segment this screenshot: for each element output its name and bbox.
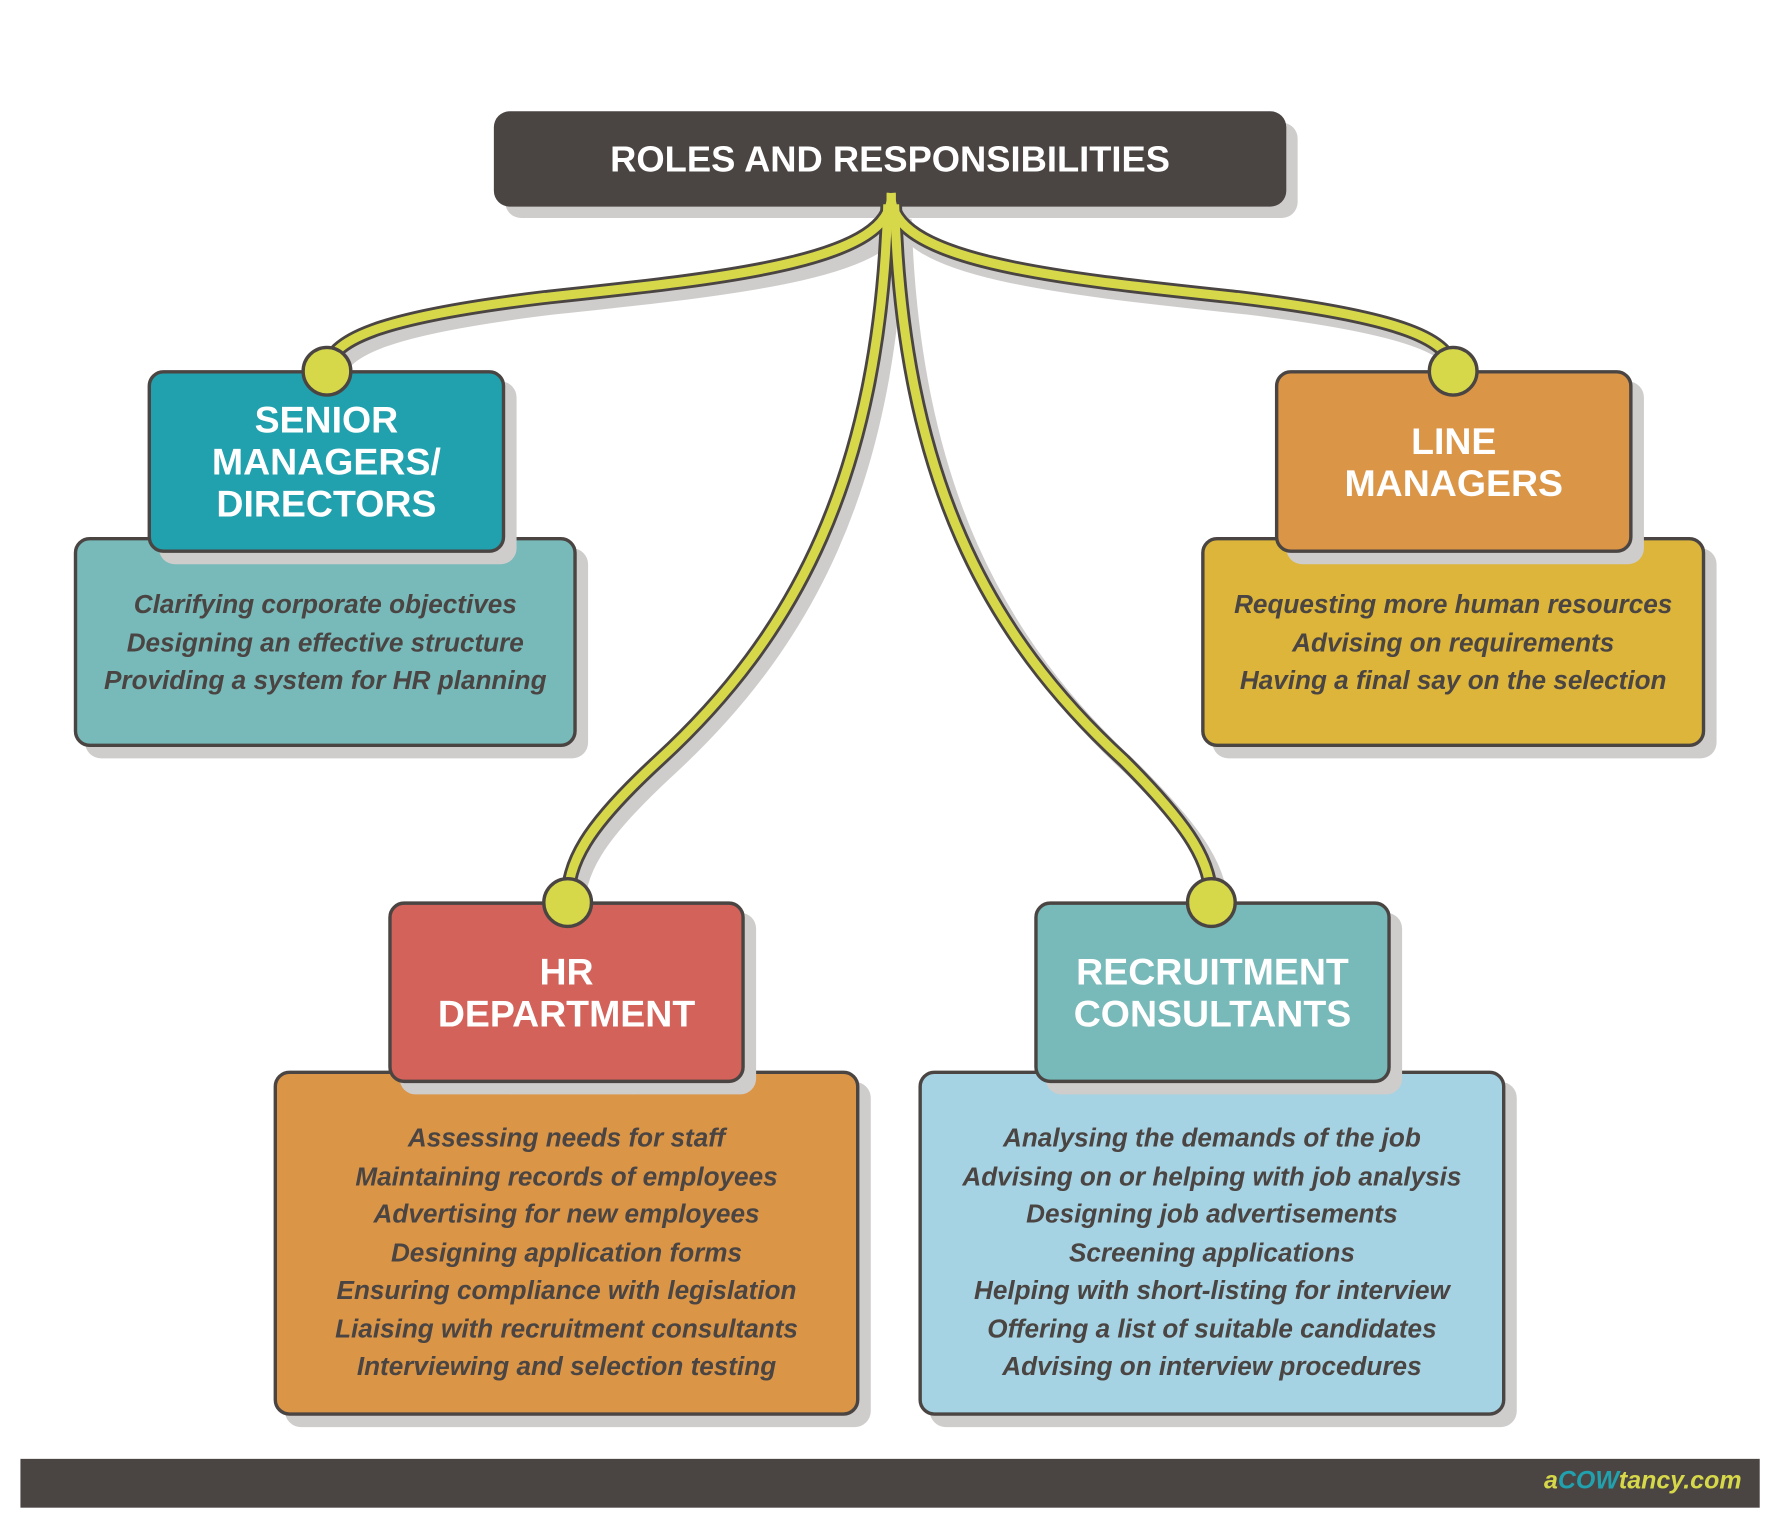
responsibility-item: Analysing the demands of the job <box>1003 1122 1421 1153</box>
header-line: RECRUITMENT <box>1076 950 1349 993</box>
header-line: SENIOR <box>254 398 399 441</box>
header-line: MANAGERS/ <box>211 440 441 483</box>
logo-part: tancy.com <box>1618 1465 1742 1495</box>
responsibility-item: Offering a list of suitable candidates <box>987 1312 1437 1343</box>
header-line: HR <box>539 950 594 993</box>
connector-hr <box>560 204 896 903</box>
responsibility-item: Maintaining records of employees <box>355 1160 778 1191</box>
diagram-title: ROLES AND RESPONSIBILITIES <box>493 111 1287 207</box>
line-managers-responsibilities: Requesting more human resources Advising… <box>1201 536 1706 748</box>
responsibility-item: Advertising for new employees <box>373 1198 760 1229</box>
responsibility-item: Designing an effective structure <box>126 627 524 657</box>
responsibility-item: Screening applications <box>1068 1236 1355 1267</box>
responsibility-item: Having a final say on the selection <box>1239 665 1667 695</box>
responsibility-item: Assessing needs for staff <box>407 1122 726 1153</box>
header-line: MANAGERS <box>1344 461 1564 504</box>
connector-senior <box>319 192 899 373</box>
responsibility-item: Advising on requirements <box>1292 627 1615 657</box>
responsibility-item: Helping with short-listing for interview <box>974 1274 1450 1305</box>
acowtancy-logo: aCOWtancy.com <box>1544 1466 1742 1496</box>
hr-department-responsibilities: Assessing needs for staff Maintaining re… <box>273 1070 860 1416</box>
header-line: DEPARTMENT <box>437 992 696 1035</box>
header-line: CONSULTANTS <box>1073 992 1352 1035</box>
header-line: LINE <box>1411 419 1497 462</box>
responsibility-item: Interviewing and selection testing <box>356 1351 777 1381</box>
logo-part: a <box>1543 1465 1558 1495</box>
connector-line <box>883 192 1461 373</box>
responsibility-item: Requesting more human resources <box>1234 589 1673 619</box>
footer-bar: aCOWtancy.com <box>20 1458 1760 1508</box>
recruitment-consultants-responsibilities: Analysing the demands of the job Advisin… <box>918 1070 1506 1416</box>
responsibility-item: Designing application forms <box>390 1236 743 1267</box>
responsibility-item: Ensuring compliance with legislation <box>336 1274 797 1305</box>
senior-managers-responsibilities: Clarifying corporate objectives Designin… <box>73 536 577 748</box>
logo-part: COW <box>1557 1465 1619 1495</box>
connector-recruitment <box>887 204 1219 903</box>
responsibility-item: Designing job advertisements <box>1026 1198 1398 1229</box>
responsibility-item: Providing a system for HR planning <box>104 665 547 695</box>
responsibility-item: Advising on interview procedures <box>1002 1351 1422 1381</box>
responsibility-item: Advising on or helping with job analysis <box>962 1160 1462 1191</box>
responsibility-item: Clarifying corporate objectives <box>133 589 517 619</box>
responsibility-item: Liaising with recruitment consultants <box>335 1312 798 1343</box>
header-line: DIRECTORS <box>216 482 437 525</box>
